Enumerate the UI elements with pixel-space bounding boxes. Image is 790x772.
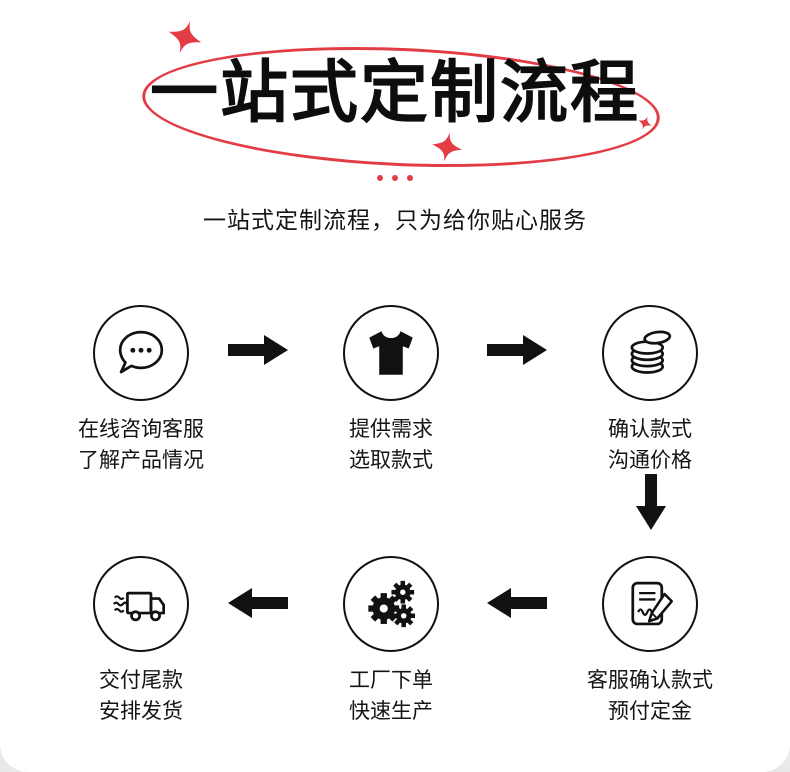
step-label: 工厂下单 快速生产	[349, 665, 433, 727]
contract-pencil-icon	[602, 556, 698, 652]
step-label-line: 快速生产	[349, 700, 433, 723]
step-label: 确认款式 沟通价格	[608, 414, 692, 476]
arrow-down-icon	[634, 474, 668, 530]
step-label-line: 交付尾款	[99, 669, 183, 692]
step-label: 交付尾款 安排发货	[99, 665, 183, 727]
step-provide-requirements: 提供需求 选取款式	[281, 305, 501, 476]
gears-icon	[343, 556, 439, 652]
sparkle-icon	[164, 16, 207, 59]
step-label-line: 确认款式	[608, 418, 692, 441]
arrow-left-icon	[228, 586, 288, 620]
step-label-line: 了解产品情况	[78, 449, 204, 472]
tshirt-icon	[343, 305, 439, 401]
arrow-right-icon	[228, 333, 288, 367]
step-label-line: 在线咨询客服	[78, 418, 204, 441]
step-confirm-deposit: 客服确认款式 预付定金	[540, 556, 760, 727]
step-label-line: 沟通价格	[608, 449, 692, 472]
step-label-line: 工厂下单	[349, 669, 433, 692]
step-label: 提供需求 选取款式	[349, 414, 433, 476]
arrow-left-icon	[487, 586, 547, 620]
step-confirm-style-price: 确认款式 沟通价格	[540, 305, 760, 476]
arrow-right-icon	[487, 333, 547, 367]
step-label-line: 客服确认款式	[587, 669, 713, 692]
step-label-line: 安排发货	[99, 700, 183, 723]
coins-icon	[602, 305, 698, 401]
page-title: 一站式定制流程	[149, 55, 640, 131]
step-label: 在线咨询客服 了解产品情况	[78, 414, 204, 476]
sparkle-icon	[636, 114, 654, 132]
step-online-consult: 在线咨询客服 了解产品情况	[31, 305, 251, 476]
step-factory-production: 工厂下单 快速生产	[281, 556, 501, 727]
step-label-line: 提供需求	[349, 418, 433, 441]
sparkle-icon	[430, 130, 465, 165]
delivery-truck-icon	[93, 556, 189, 652]
title-dots	[0, 175, 790, 181]
step-label-line: 选取款式	[349, 449, 433, 472]
chat-bubble-icon	[93, 305, 189, 401]
page-subtitle: 一站式定制流程，只为给你贴心服务	[203, 207, 587, 233]
step-label: 客服确认款式 预付定金	[587, 665, 713, 727]
step-final-payment-shipping: 交付尾款 安排发货	[31, 556, 251, 727]
step-label-line: 预付定金	[608, 700, 692, 723]
